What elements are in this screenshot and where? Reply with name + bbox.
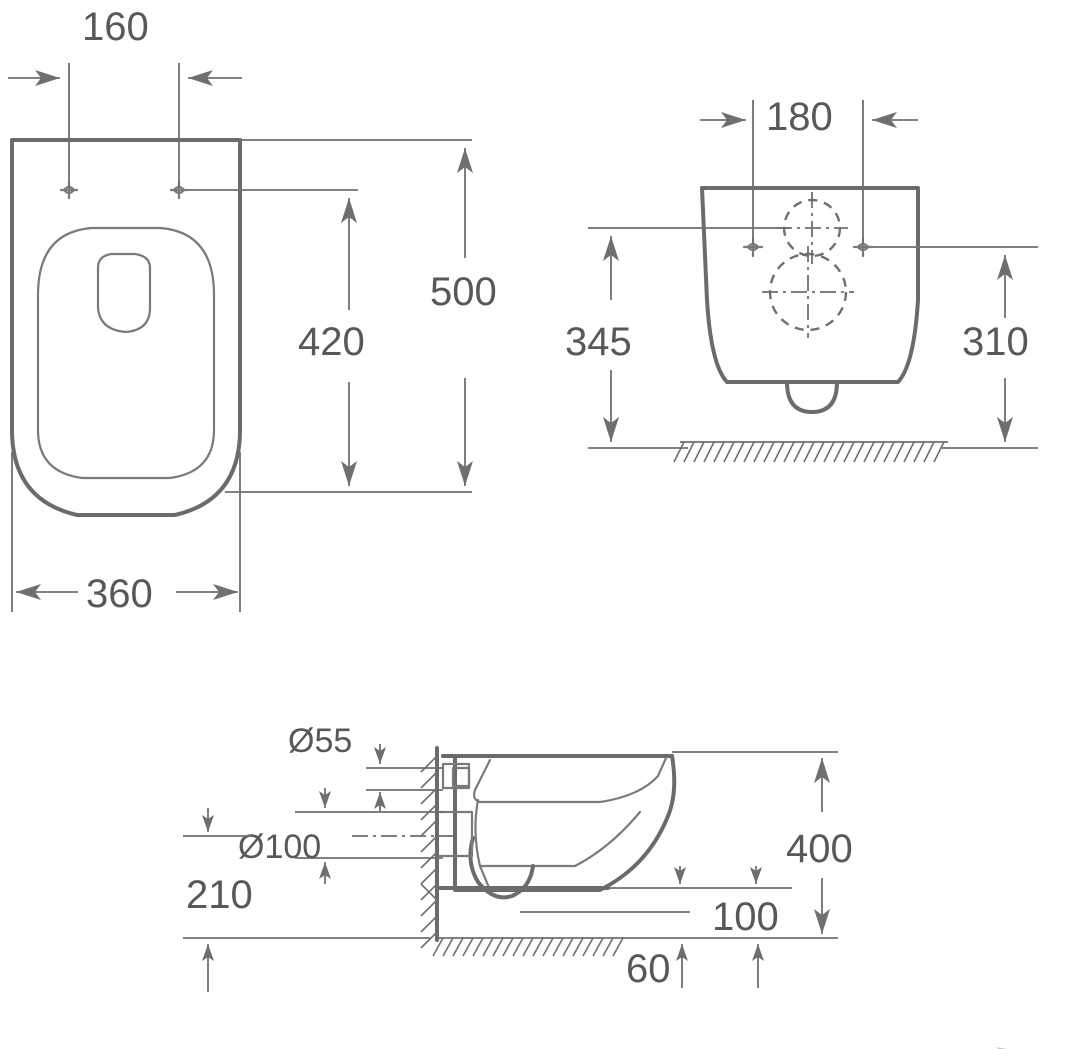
- front-view-waste-crosshair: [762, 246, 854, 338]
- dim-210: 210: [186, 808, 253, 992]
- dim-100: 100: [674, 866, 779, 939]
- dim-160: 160: [8, 5, 242, 86]
- side-view-seat-contour: [473, 756, 668, 804]
- side-view-group: Ø55 Ø100 210: [183, 722, 853, 992]
- side-view-trap: [468, 836, 535, 900]
- dim-180: 180: [700, 95, 918, 139]
- dim-180-label: 180: [766, 95, 833, 139]
- dim-420-label: 420: [298, 320, 365, 364]
- side-view-wall-hatch: [420, 755, 438, 949]
- side-view-bowl-lower: [478, 810, 642, 868]
- side-view-floor-hatch: [432, 937, 624, 957]
- dim-360-label: 360: [86, 572, 153, 616]
- dim-210-label: 210: [186, 873, 253, 917]
- front-view-outlet: [785, 380, 839, 414]
- dim-60-label: 60: [626, 947, 671, 991]
- side-view-bowl-outline: [441, 754, 677, 892]
- dim-360: 360: [16, 572, 238, 616]
- front-view-floor-hatch: [673, 441, 948, 463]
- top-view-bowl-outline: [10, 138, 242, 517]
- dim-310: 310: [962, 255, 1029, 442]
- side-view-waste-outlet: [438, 810, 474, 858]
- dim-400-label: 400: [786, 827, 853, 871]
- dim-d100-label: Ø100: [238, 828, 321, 866]
- dim-500: 500: [430, 148, 497, 486]
- top-view-group: 160 500 420 3: [8, 5, 497, 616]
- dim-d55-label: Ø55: [288, 722, 352, 760]
- dim-400: 400: [786, 758, 853, 934]
- top-view-seat-ring: [36, 226, 216, 480]
- dim-d100: Ø100: [238, 788, 331, 884]
- front-view-bowl-outline: [700, 186, 920, 384]
- dim-d55: Ø55: [288, 722, 386, 812]
- dim-345: 345: [565, 236, 632, 442]
- top-view-inner-opening: [96, 252, 152, 334]
- dim-60: 60: [626, 944, 764, 991]
- watermark-container: vanvilla: [912, 549, 1075, 1049]
- dim-310-label: 310: [962, 320, 1029, 364]
- dim-160-label: 160: [82, 5, 149, 49]
- dim-500-label: 500: [430, 270, 497, 314]
- dim-100-label: 100: [712, 895, 779, 939]
- side-view-flush-inlet: [441, 762, 471, 790]
- dim-420: 420: [298, 198, 365, 486]
- watermark-text: vanvilla: [949, 1041, 1078, 1049]
- side-view-bowl-inner: [474, 798, 492, 892]
- front-view-group: 180: [565, 95, 1038, 463]
- dim-345-label: 345: [565, 320, 632, 364]
